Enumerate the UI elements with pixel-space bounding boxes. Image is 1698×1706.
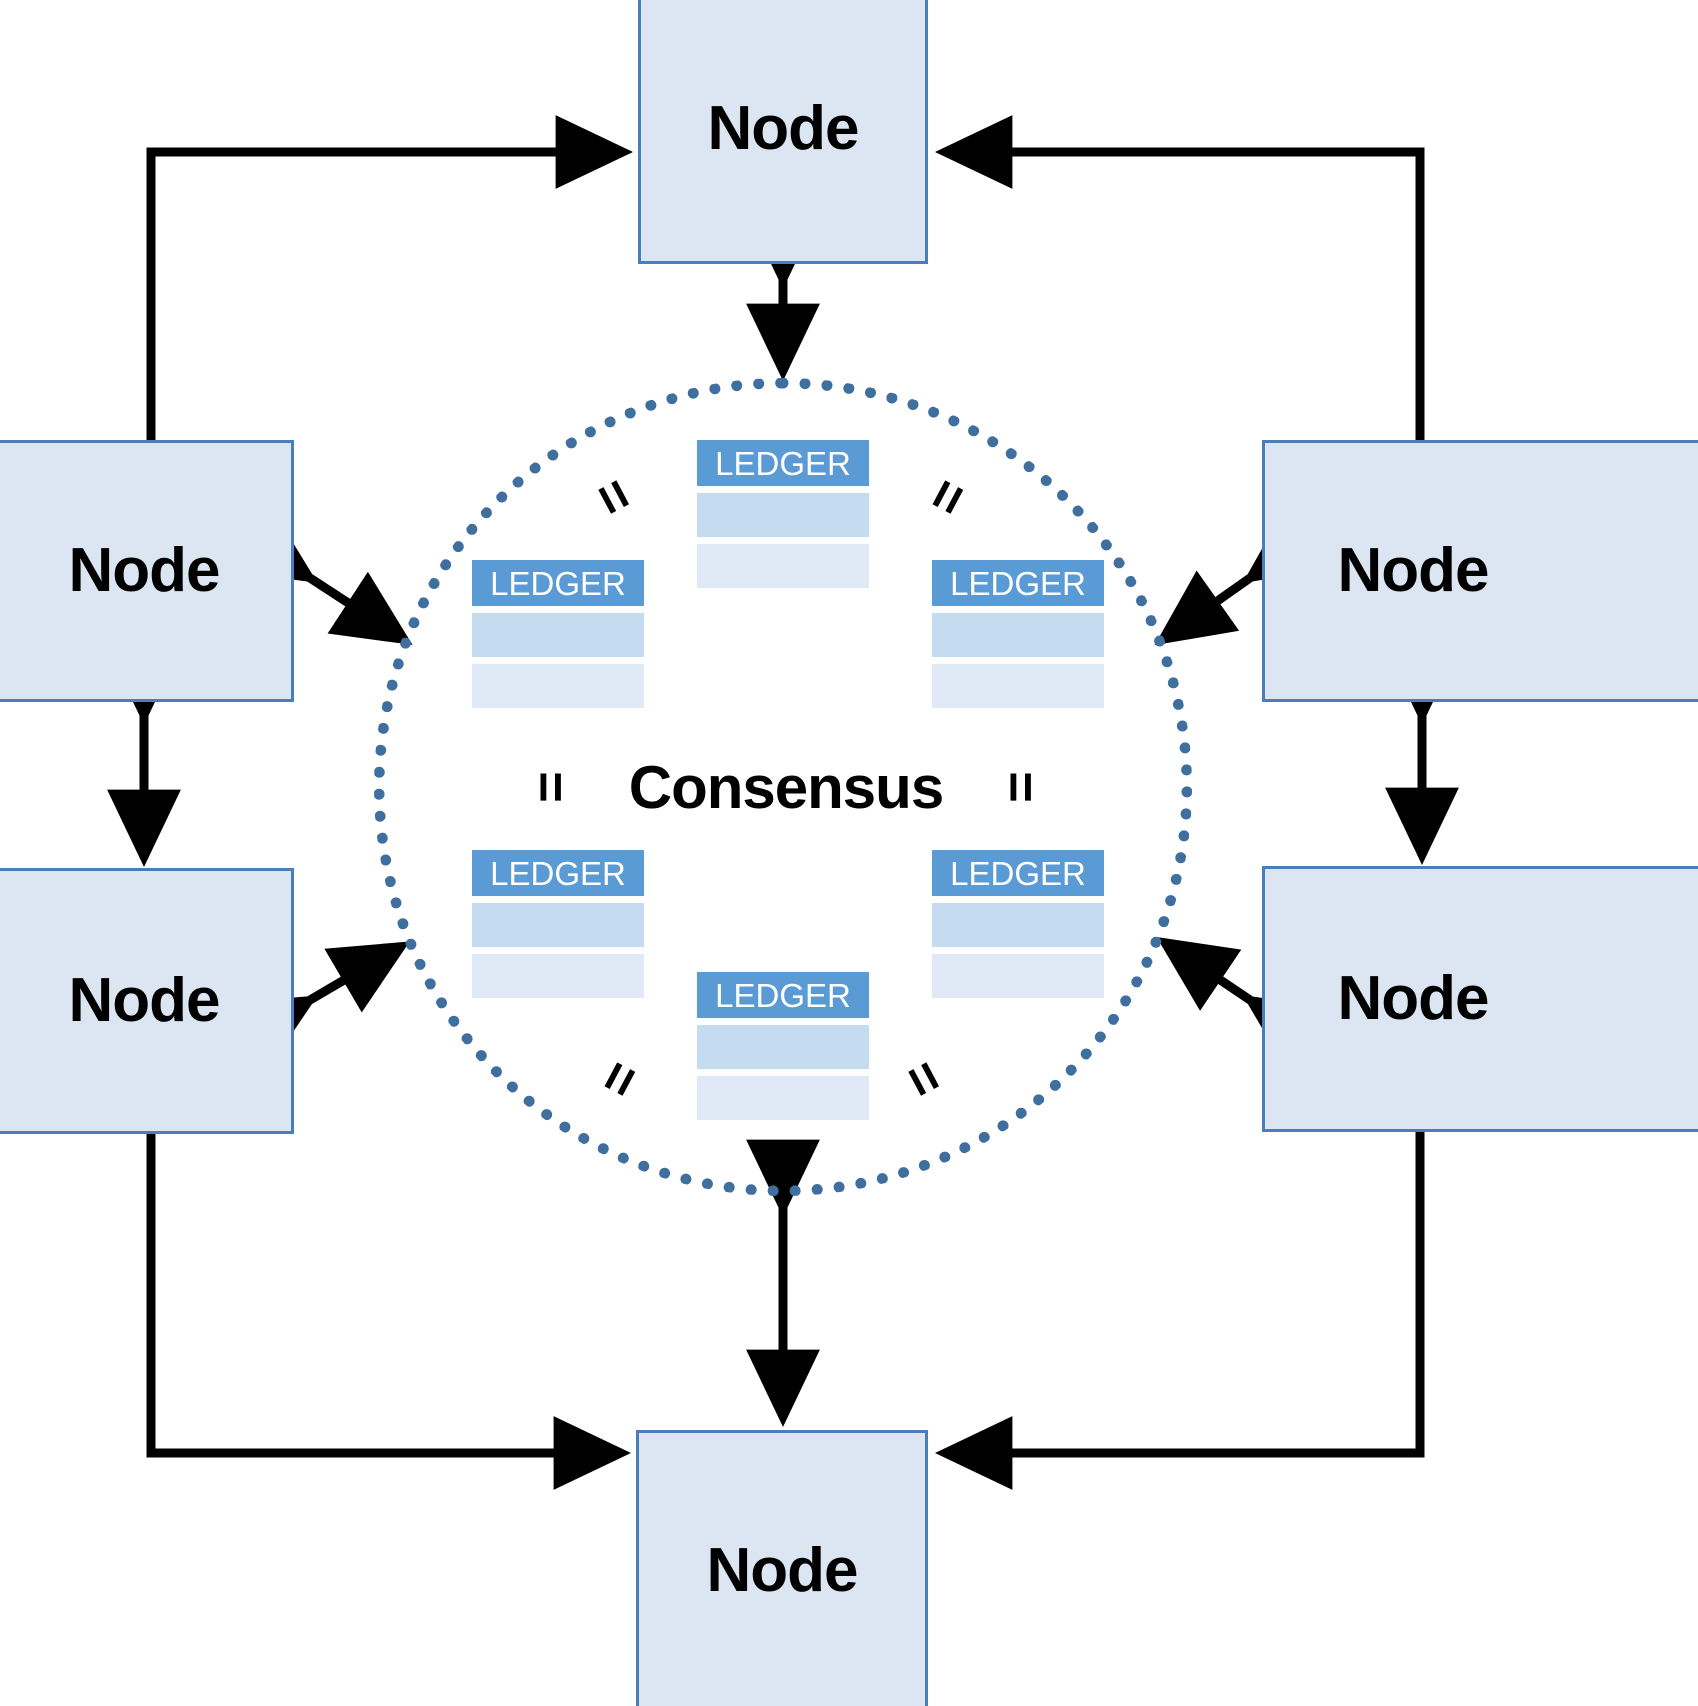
edge-lowerright-to-bottom bbox=[934, 1112, 1425, 1490]
node-upper-left[interactable]: Node bbox=[0, 440, 294, 702]
ledger-block-row bbox=[697, 544, 869, 588]
ledger-block-row bbox=[697, 493, 869, 537]
ledger-block-row bbox=[472, 613, 644, 657]
node-label: Node bbox=[706, 1536, 859, 1605]
ledger-block-row bbox=[932, 613, 1104, 657]
consensus-label: Consensus bbox=[628, 754, 944, 821]
node-label: Node bbox=[68, 966, 221, 1035]
ledger-block-row bbox=[932, 954, 1104, 998]
ledger-header-label: LEDGER bbox=[932, 850, 1104, 896]
ledger-top[interactable]: LEDGER bbox=[697, 440, 869, 588]
ledger-block-row bbox=[472, 903, 644, 947]
ledger-block-row bbox=[932, 903, 1104, 947]
edge-lowerleft-node-to-consensus bbox=[232, 941, 410, 1067]
ledger-header-label: LEDGER bbox=[932, 560, 1104, 606]
node-label: Node bbox=[707, 94, 860, 163]
ledger-block-row bbox=[697, 1076, 869, 1120]
ledger-upper-right[interactable]: LEDGER bbox=[932, 560, 1104, 708]
node-label: Node bbox=[68, 536, 221, 605]
edge-lowerleft-to-bottom bbox=[146, 1112, 632, 1490]
node-lower-right[interactable]: Node bbox=[1262, 866, 1698, 1132]
edge-upperright-node-to-consensus bbox=[1154, 508, 1328, 646]
node-upper-right[interactable]: Node bbox=[1262, 440, 1698, 702]
node-bottom[interactable]: Node bbox=[636, 1430, 928, 1706]
ledger-block-row bbox=[697, 1025, 869, 1069]
ledger-upper-left[interactable]: LEDGER bbox=[472, 560, 644, 708]
ledger-block-row bbox=[932, 664, 1104, 708]
edge-upperleft-to-top bbox=[146, 115, 634, 470]
node-top[interactable]: Node bbox=[638, 0, 928, 264]
edge-upperright-to-top bbox=[934, 115, 1425, 470]
ledger-header-label: LEDGER bbox=[697, 440, 869, 486]
node-lower-left[interactable]: Node bbox=[0, 868, 294, 1134]
ledger-block-row bbox=[472, 664, 644, 708]
ledger-block-row bbox=[472, 954, 644, 998]
ledger-header-label: LEDGER bbox=[472, 850, 644, 896]
edge-lowerright-node-to-consensus bbox=[1156, 936, 1328, 1069]
node-label: Node bbox=[1337, 536, 1490, 605]
node-label: Node bbox=[1337, 964, 1490, 1033]
equals-icon: = bbox=[520, 771, 581, 803]
ledger-header-label: LEDGER bbox=[472, 560, 644, 606]
ledger-lower-right[interactable]: LEDGER bbox=[932, 850, 1104, 998]
equals-icon: = bbox=[990, 771, 1051, 803]
edge-upperleft-node-to-consensus bbox=[232, 509, 413, 645]
ledger-bottom[interactable]: LEDGER bbox=[697, 972, 869, 1120]
ledger-lower-left[interactable]: LEDGER bbox=[472, 850, 644, 998]
ledger-header-label: LEDGER bbox=[697, 972, 869, 1018]
